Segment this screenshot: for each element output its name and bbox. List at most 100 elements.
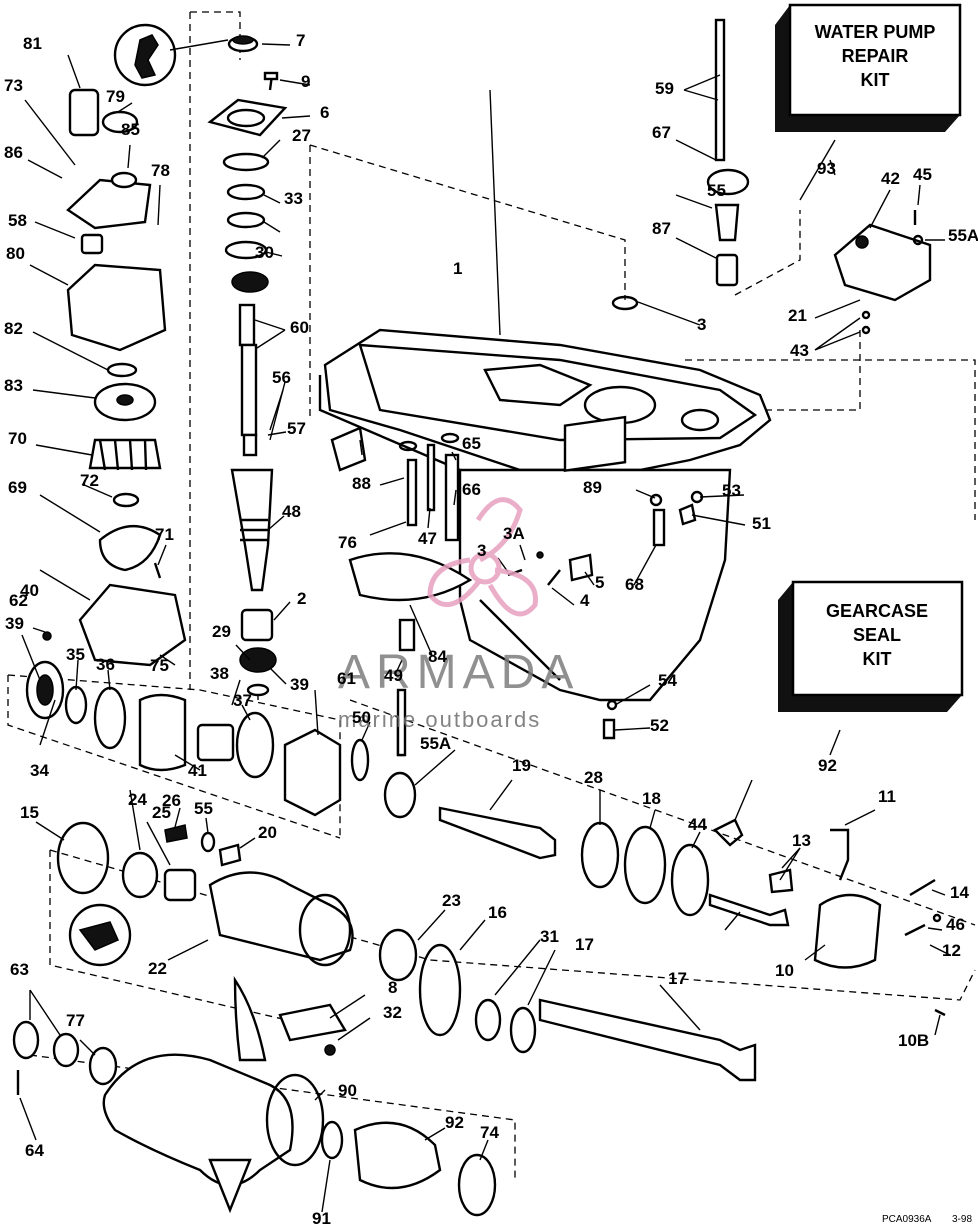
callout-11: 11: [878, 787, 896, 806]
callout-10b: 10B: [898, 1031, 929, 1050]
callout-16: 16: [488, 903, 507, 922]
callout-45: 45: [913, 165, 932, 184]
callout-59: 59: [655, 79, 674, 98]
callout-10: 10: [775, 961, 794, 980]
callout-20: 20: [258, 823, 277, 842]
callout-50: 50: [352, 708, 371, 727]
callout-28: 28: [584, 768, 603, 787]
callout-85: 85: [121, 120, 140, 139]
callout-66: 66: [462, 480, 481, 499]
callout-53: 53: [722, 481, 741, 500]
callout-24: 24: [128, 790, 147, 809]
leader-lines: [19, 43, 951, 1213]
callout-75: 75: [150, 656, 169, 675]
callout-39: 39: [5, 614, 24, 633]
callout-31: 31: [540, 927, 559, 946]
callout-38: 38: [210, 664, 229, 683]
callout-55a: 55A: [420, 734, 451, 753]
driveshaft-assembly: [207, 35, 288, 697]
gearcase-housing: [318, 328, 772, 702]
callout-3: 3: [477, 541, 486, 560]
callout-91: 91: [312, 1209, 331, 1228]
callout-21: 21: [788, 306, 807, 325]
diagram-date: 3-98: [952, 1214, 972, 1225]
callout-36: 36: [96, 655, 115, 674]
callout-13: 13: [792, 831, 811, 850]
callout-49: 49: [384, 666, 403, 685]
kit-label-line: KIT: [863, 649, 892, 669]
callout-8: 8: [388, 978, 397, 997]
kit-label-line: KIT: [861, 70, 890, 90]
propeller-logo: [427, 497, 538, 617]
kit-label-line: WATER PUMP: [815, 22, 936, 42]
shift-rod-and-pump-cover: [611, 18, 932, 335]
callout-numbers: 12333A4567891010B11121314151617171819202…: [4, 31, 978, 1228]
callout-44: 44: [688, 815, 707, 834]
callout-81: 81: [23, 34, 42, 53]
callout-42: 42: [881, 169, 900, 188]
callout-74: 74: [480, 1123, 499, 1142]
callout-41: 41: [188, 761, 207, 780]
callout-1: 1: [453, 259, 462, 278]
callout-69: 69: [8, 478, 27, 497]
callout-72: 72: [80, 471, 99, 490]
callout-34: 34: [30, 761, 49, 780]
callout-79: 79: [106, 87, 125, 106]
callout-60: 60: [290, 318, 309, 337]
watermark-tagline: marine outboards: [338, 707, 541, 732]
callout-58: 58: [8, 211, 27, 230]
callout-61: 61: [337, 669, 356, 688]
callout-23: 23: [442, 891, 461, 910]
callout-7: 7: [296, 31, 305, 50]
callout-71: 71: [155, 525, 174, 544]
callout-62: 62: [9, 591, 28, 610]
callout-78: 78: [151, 161, 170, 180]
callout-12: 12: [942, 941, 961, 960]
callout-80: 80: [6, 244, 25, 263]
callout-86: 86: [4, 143, 23, 162]
propeller-shaft-parts: [378, 806, 946, 1082]
kit-label-line: GEARCASE: [826, 601, 928, 621]
callout-55a: 55A: [948, 226, 978, 245]
callout-93: 93: [817, 159, 836, 178]
callout-2: 2: [297, 589, 306, 608]
callout-83: 83: [4, 376, 23, 395]
watermark-brand-name: ARMADA: [338, 646, 579, 699]
callout-54: 54: [658, 671, 677, 690]
callout-32: 32: [383, 1003, 402, 1022]
callout-5: 5: [595, 573, 604, 592]
callout-92: 92: [445, 1113, 464, 1132]
callout-29: 29: [212, 622, 231, 641]
callout-56: 56: [272, 368, 291, 387]
bearing-carrier-parts: [25, 660, 417, 819]
callout-51: 51: [752, 514, 771, 533]
callout-63: 63: [10, 960, 29, 979]
callout-48: 48: [282, 502, 301, 521]
callout-57: 57: [287, 419, 306, 438]
callout-65: 65: [462, 434, 481, 453]
callout-15: 15: [20, 803, 39, 822]
callout-35: 35: [66, 645, 85, 664]
callout-39: 39: [290, 675, 309, 694]
callout-67: 67: [652, 123, 671, 142]
callout-3: 3: [697, 315, 706, 334]
callout-17: 17: [668, 969, 687, 988]
callout-76: 76: [338, 533, 357, 552]
armada-watermark: ARMADA marine outboards: [338, 497, 579, 732]
callout-55: 55: [707, 181, 726, 200]
callout-3a: 3A: [503, 524, 525, 543]
callout-77: 77: [66, 1011, 85, 1030]
bearing-carrier-and-propeller: [12, 821, 497, 1217]
callout-26: 26: [162, 791, 181, 810]
callout-18: 18: [642, 789, 661, 808]
callout-70: 70: [8, 429, 27, 448]
callout-89: 89: [583, 478, 602, 497]
callout-64: 64: [25, 1141, 44, 1160]
callout-46: 46: [946, 915, 965, 934]
callout-33: 33: [284, 189, 303, 208]
callout-30: 30: [255, 243, 274, 262]
